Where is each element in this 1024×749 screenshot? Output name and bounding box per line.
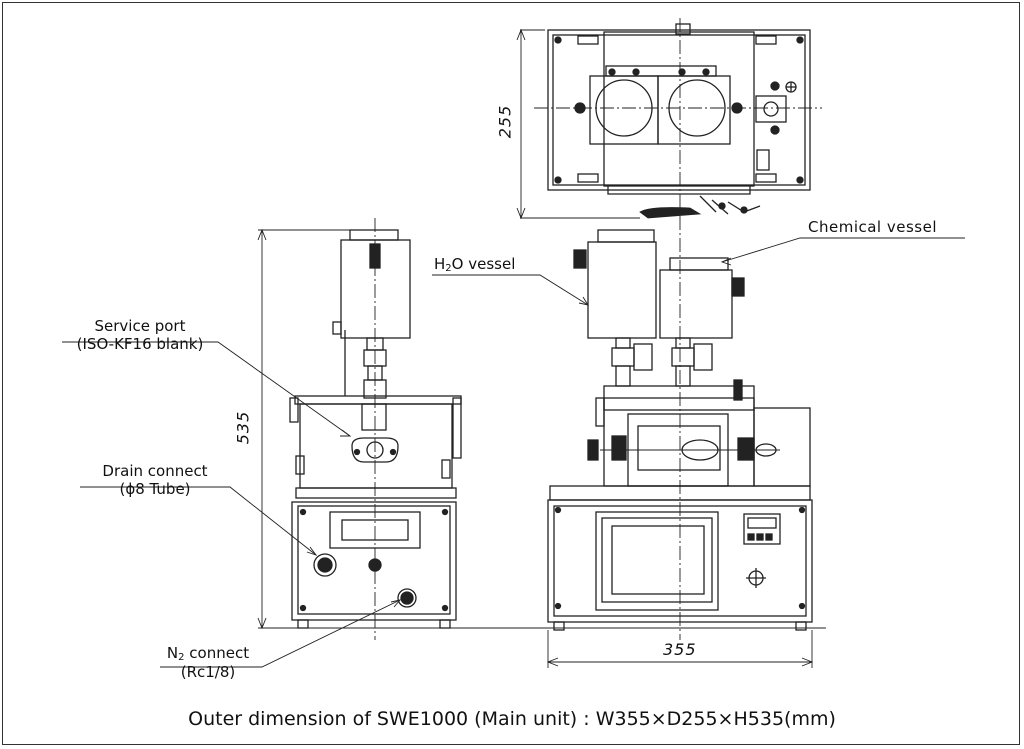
service-port-line2: (ISO-KF16 blank) bbox=[76, 335, 204, 353]
side-view bbox=[257, 218, 530, 640]
height-dimension: 535 bbox=[233, 410, 253, 445]
h2o-subscript: 2 bbox=[445, 263, 452, 274]
leader-lines bbox=[62, 237, 965, 668]
n2-line2: (Rc1/8) bbox=[180, 663, 236, 681]
service-port-line1: Service port bbox=[94, 317, 186, 335]
n2-rest: connect bbox=[184, 644, 250, 662]
drain-line2: (ϕ8 Tube) bbox=[119, 480, 191, 498]
n2-connect-label: N2 connect (Rc1/8) bbox=[148, 644, 268, 681]
service-port-label: Service port (ISO-KF16 blank) bbox=[62, 317, 218, 353]
n2-line1: N2 connect bbox=[148, 644, 268, 663]
front-view bbox=[530, 229, 826, 668]
n2-subscript: 2 bbox=[178, 652, 185, 663]
depth-dimension: 255 bbox=[495, 104, 515, 139]
drain-connect-label: Drain connect (ϕ8 Tube) bbox=[80, 462, 230, 498]
chemical-vessel-label: Chemical vessel bbox=[808, 218, 937, 236]
top-view bbox=[516, 18, 822, 640]
drain-line1: Drain connect bbox=[102, 462, 208, 480]
h2o-vessel-label: H2O vessel bbox=[434, 255, 515, 274]
figure-caption: Outer dimension of SWE1000 (Main unit) :… bbox=[188, 708, 836, 730]
n2-symbol: N bbox=[166, 644, 179, 662]
h2o-h: H bbox=[434, 255, 446, 273]
width-dimension: 355 bbox=[663, 640, 697, 659]
h2o-rest: O vessel bbox=[451, 255, 516, 273]
